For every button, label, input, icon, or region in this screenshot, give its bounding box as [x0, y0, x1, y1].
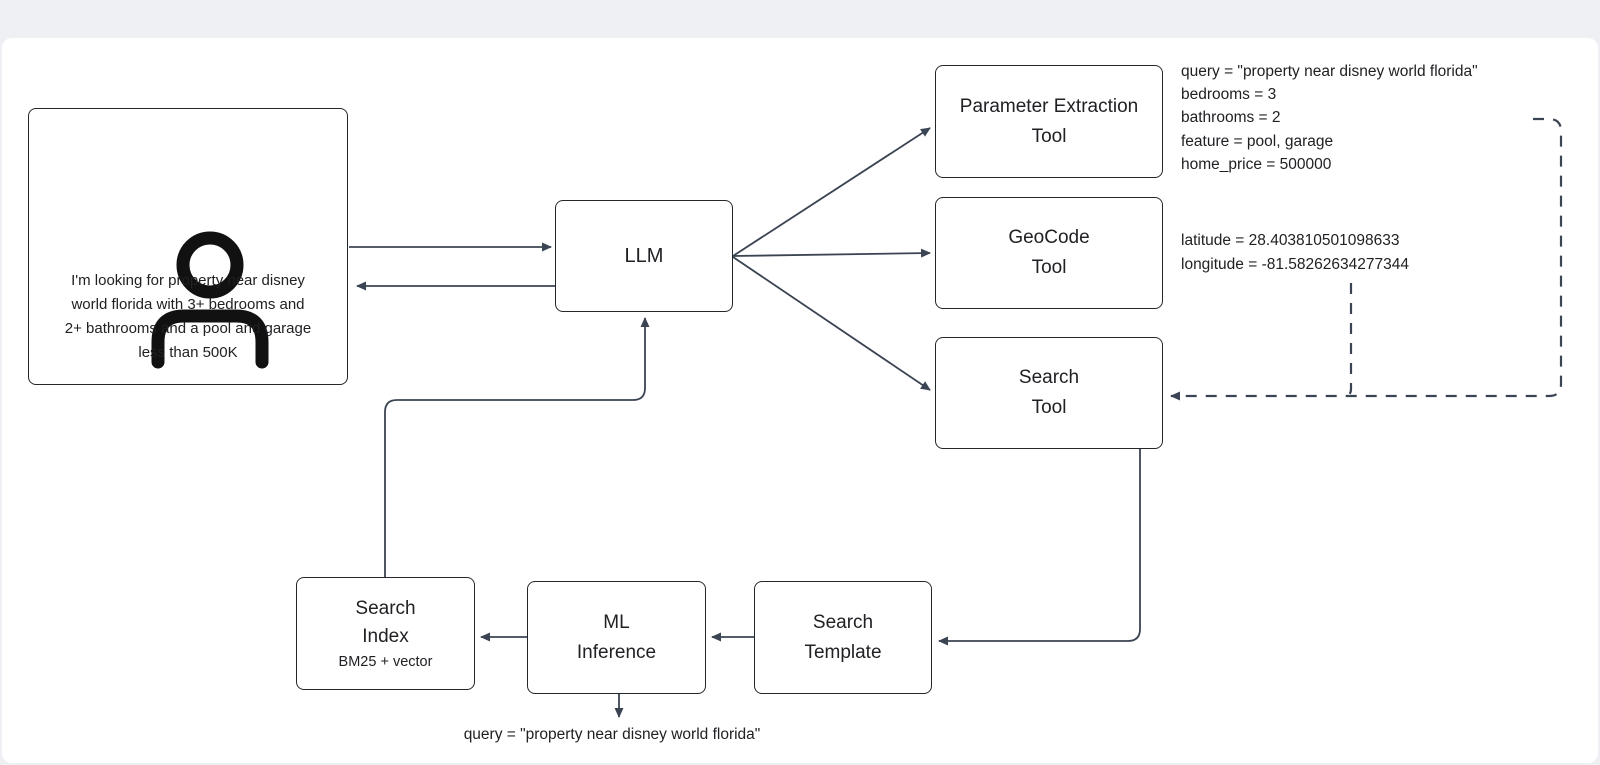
node-label: Index: [362, 625, 409, 647]
node-label: Parameter Extraction: [959, 95, 1139, 117]
user-query-line: I'm looking for property near disney: [71, 272, 305, 289]
node-label: ML: [603, 611, 630, 633]
user-query-line: 2+ bathrooms and a pool and garage: [64, 320, 312, 337]
node-label: Tool: [1031, 125, 1067, 147]
node-geocode-tool[interactable]: GeoCode Tool: [935, 197, 1163, 309]
user-query-line: less than 500K: [138, 344, 238, 361]
dashed-line-geocode-output-to-search-tool: [1343, 283, 1353, 398]
node-label: Inference: [576, 641, 657, 663]
arrow-search-index-to-llm: [384, 317, 650, 577]
node-llm[interactable]: LLM: [555, 200, 733, 312]
node-label: Tool: [1031, 397, 1067, 418]
annotation-ml-inference-query: query = "property near disney world flor…: [463, 726, 761, 743]
node-user[interactable]: I'm looking for property near disney wor…: [28, 108, 348, 385]
node-search-index[interactable]: Search Index BM25 + vector: [296, 577, 475, 690]
node-label: Search: [812, 611, 874, 633]
annotation-line: feature = pool, garage: [1181, 132, 1334, 150]
node-label: Search: [355, 597, 416, 619]
dashed-arrow-parameters-to-search-tool: [1170, 117, 1563, 401]
node-sublabel: BM25 + vector: [338, 653, 433, 670]
node-search-tool[interactable]: Search Tool: [935, 337, 1163, 449]
node-label: GeoCode: [1008, 227, 1090, 248]
arrow-search-tool-to-search-template: [938, 449, 1141, 646]
node-ml-inference[interactable]: ML Inference: [527, 581, 706, 694]
user-query-line: world florida with 3+ bedrooms and: [71, 296, 305, 313]
annotation-line: bathrooms = 2: [1181, 109, 1281, 127]
node-label: Tool: [1031, 257, 1067, 278]
annotation-line: home_price = 500000: [1181, 155, 1332, 173]
arrow-llm-to-parameter-extraction: [732, 127, 931, 257]
arrow-llm-to-search-tool: [732, 256, 931, 391]
node-label: Search: [1018, 367, 1080, 388]
arrow-llm-to-geocode: [732, 248, 931, 258]
annotation-line: longitude = -81.58262634277344: [1181, 256, 1409, 273]
person-icon: [151, 231, 269, 369]
node-label: Template: [804, 641, 882, 663]
node-label: LLM: [624, 245, 664, 267]
node-parameter-extraction-tool[interactable]: Parameter Extraction Tool: [935, 65, 1163, 178]
annotation-geocode-output: latitude = 28.403810501098633 longitude …: [1181, 229, 1409, 277]
annotation-line: latitude = 28.403810501098633: [1181, 232, 1400, 249]
annotation-parameter-extraction-output: query = "property near disney world flor…: [1181, 60, 1478, 176]
node-search-template[interactable]: Search Template: [754, 581, 932, 694]
annotation-line: bedrooms = 3: [1181, 86, 1277, 104]
annotation-line: query = "property near disney world flor…: [1181, 63, 1478, 80]
user-query-text: I'm looking for property near disney wor…: [29, 269, 347, 365]
